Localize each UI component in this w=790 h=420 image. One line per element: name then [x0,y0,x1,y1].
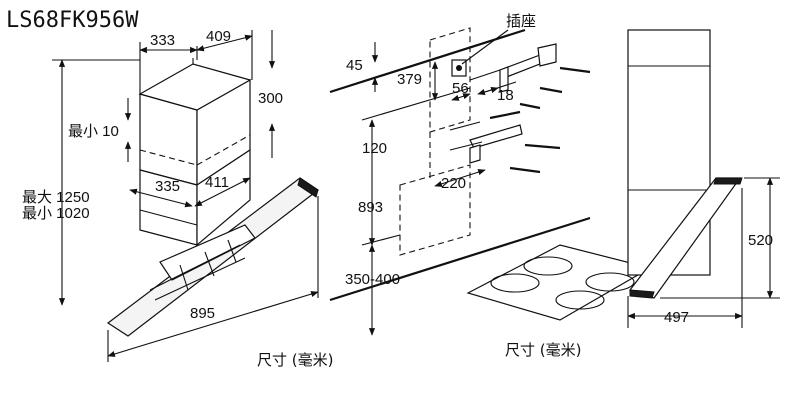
dim-18: 18 [497,87,514,104]
glass-top-edge [297,177,319,198]
ceiling-line [329,28,526,94]
dim-max-1250: 最大 1250 [22,189,90,206]
middle-caption: 尺寸 (毫米) [505,341,581,359]
dim-893: 893 [358,199,383,216]
cooktop [466,244,652,321]
left-caption: 尺寸 (毫米) [257,351,333,369]
upper-chimney-top [138,63,252,111]
dim-350-400: 350-400 [345,271,400,288]
filter-frame [159,224,256,281]
screws-upper [469,66,591,110]
dim-45: 45 [346,57,363,74]
dim-333: 333 [150,32,175,49]
dim-895: 895 [190,305,215,322]
dim-335: 335 [155,178,180,195]
model-title: LS68FK956W [6,8,139,33]
dim-min-10: 最小 10 [68,123,119,140]
dim-409: 409 [206,28,231,45]
side-elevation-view: 520 497 [627,29,780,328]
dim-220: 220 [441,175,466,192]
dim-497: 497 [664,309,689,326]
dim-520: 520 [748,232,773,249]
dim-min-1020: 最小 1020 [22,205,90,222]
wall-mounting-view: 插座 45 379 56 18 120 220 893 350-400 尺寸 (… [329,13,652,359]
screws-lower [449,110,561,174]
socket-label: 插座 [506,13,536,30]
dim-120: 120 [362,140,387,157]
dim-300: 300 [258,90,283,107]
dim-56: 56 [452,80,469,97]
dim-411: 411 [205,174,229,191]
lower-bracket [469,124,523,149]
hood-perspective-view: 333 409 300 最小 10 335 411 最大 1250 最小 102… [22,28,333,369]
dim-379: 379 [397,71,422,88]
